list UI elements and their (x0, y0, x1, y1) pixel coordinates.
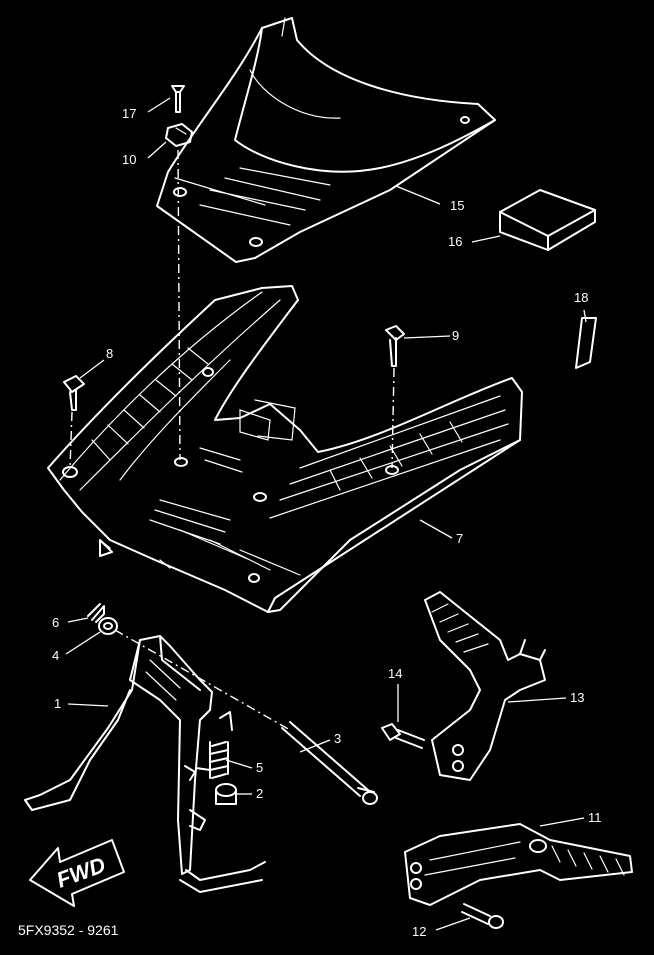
label-1: 1 (54, 696, 61, 711)
part-7-floorboard (47, 285, 523, 613)
part-4-washer (98, 617, 118, 635)
label-13: 13 (570, 690, 584, 705)
part-8-bolt (63, 375, 85, 411)
part-14-bolt (381, 723, 425, 749)
label-2: 2 (256, 786, 263, 801)
part-10-nut (165, 123, 193, 147)
part-13-footrest-bracket (424, 591, 546, 781)
label-7: 7 (456, 531, 463, 546)
label-14: 14 (388, 666, 402, 681)
part-11-footrest-bracket (404, 823, 633, 906)
label-3: 3 (334, 731, 341, 746)
part-15-cover (156, 17, 496, 263)
label-9: 9 (452, 328, 459, 343)
part-16-pad (499, 189, 596, 251)
drawing-code: 5FX9352 - 9261 (18, 922, 119, 938)
fwd-label: FWD (53, 852, 109, 893)
label-18: 18 (574, 290, 588, 305)
part-6-cotter-pin (87, 603, 105, 623)
label-17: 17 (122, 106, 136, 121)
part-9-bolt (385, 325, 405, 367)
part-3-shaft (281, 721, 378, 805)
part-18-label (575, 317, 597, 369)
label-6: 6 (52, 615, 59, 630)
part-1-center-stand (24, 635, 266, 893)
forward-direction-arrow: FWD (29, 839, 125, 907)
label-5: 5 (256, 760, 263, 775)
part-17-screw (171, 85, 185, 113)
label-15: 15 (450, 198, 464, 213)
label-12: 12 (412, 924, 426, 939)
assembly-center-lines (69, 149, 395, 731)
label-4: 4 (52, 648, 59, 663)
label-8: 8 (106, 346, 113, 361)
part-12-bolt (461, 903, 504, 929)
leader-lines (65, 97, 587, 931)
part-number-labels: 17 10 15 16 18 9 8 7 6 4 1 14 13 3 5 2 1… (52, 106, 602, 939)
part-5-spring (195, 711, 233, 779)
label-16: 16 (448, 234, 462, 249)
part-2-stopper (215, 783, 237, 805)
label-11: 11 (588, 810, 602, 825)
label-10: 10 (122, 152, 136, 167)
